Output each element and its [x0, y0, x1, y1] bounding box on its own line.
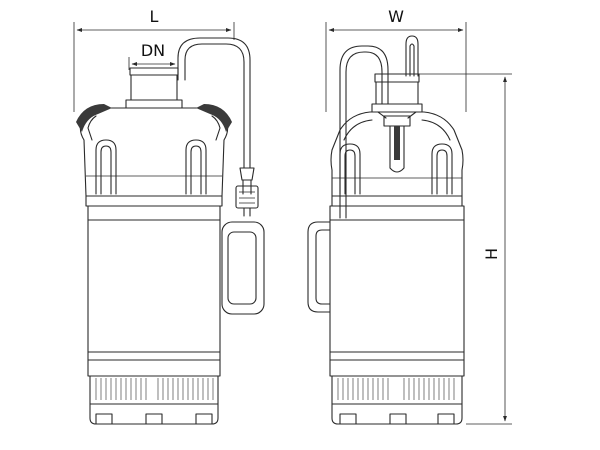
side-upper-housing — [329, 111, 465, 221]
power-cable — [177, 37, 259, 217]
upper-housing — [76, 104, 232, 221]
side-motor-body — [329, 219, 465, 361]
dimension-h: H — [410, 73, 512, 425]
dimension-dn-label: DN — [141, 41, 165, 60]
dimension-w: W — [325, 7, 467, 112]
discharge-outlet — [125, 67, 183, 109]
side-outlet — [371, 73, 423, 113]
float-switch — [221, 221, 265, 315]
strainer-base — [87, 359, 221, 425]
front-view: L DN — [73, 7, 265, 425]
side-view: W H — [307, 7, 512, 425]
dimension-l: L — [73, 7, 235, 112]
dimension-w-label: W — [388, 7, 404, 26]
dimension-l-label: L — [150, 7, 159, 26]
side-float-switch — [307, 221, 331, 313]
dimension-dn: DN — [128, 41, 179, 70]
side-strainer-base — [329, 359, 465, 425]
side-power-cable — [339, 35, 419, 219]
motor-body — [87, 219, 221, 361]
dimension-h-label: H — [482, 248, 501, 260]
